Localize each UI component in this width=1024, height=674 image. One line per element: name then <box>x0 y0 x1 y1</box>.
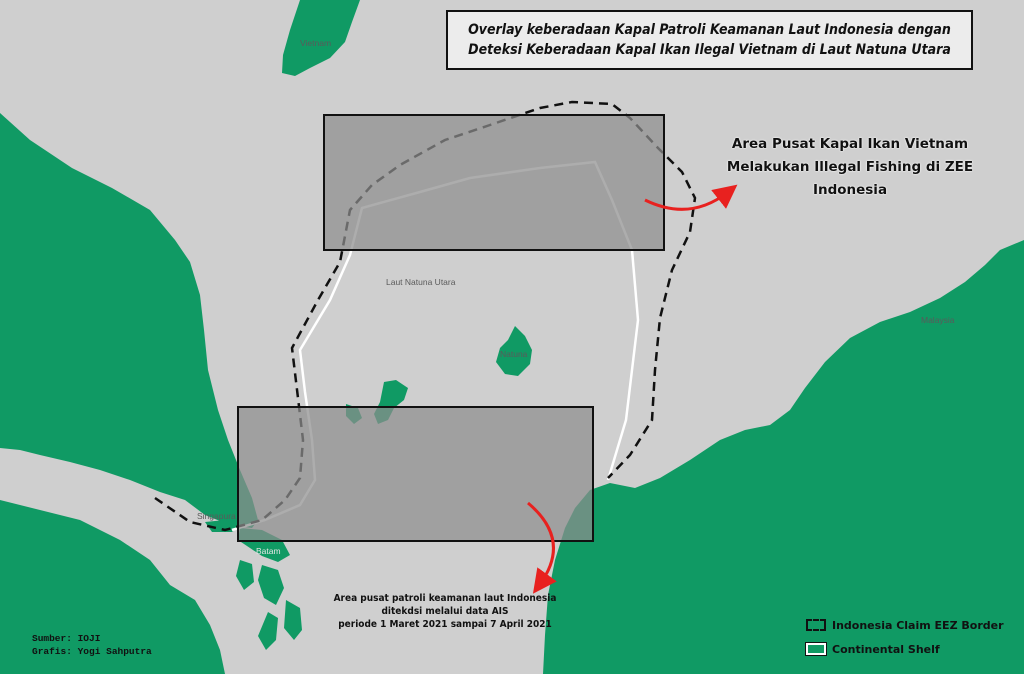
patrol-area-callout-line-3: periode 1 Maret 2021 sampai 7 April 2021 <box>338 619 552 630</box>
place-label-batam: Batam <box>256 546 281 556</box>
landmass-borneo <box>543 240 1024 674</box>
landmass-sumatra <box>0 500 225 674</box>
legend-label-eez: Indonesia Claim EEZ Border <box>832 618 1004 632</box>
illegal-fishing-area-box <box>323 114 665 251</box>
illegal-fishing-callout-line-2: Melakukan Illegal Fishing di ZEE Indones… <box>726 159 974 198</box>
place-label-malaysia: Malaysia <box>921 315 955 325</box>
illegal-fishing-callout: Area Pusat Kapal Ikan Vietnam Melakukan … <box>690 133 1010 202</box>
patrol-area-callout-line-1: Area pusat patroli keamanan laut Indones… <box>333 593 557 604</box>
landmass-singapore <box>205 520 240 532</box>
patrol-area-box <box>237 406 594 542</box>
map-legend: Indonesia Claim EEZ Border Continental S… <box>805 615 1004 663</box>
legend-item-continental-shelf: Continental Shelf <box>805 639 1004 659</box>
callout-arrow-north <box>644 184 738 211</box>
map-title: Overlay keberadaan Kapal Patroli Keamana… <box>446 10 973 70</box>
map-title-line-2: Deteksi Keberadaan Kapal Ikan Ilegal Vie… <box>468 42 951 58</box>
place-label-singapura: Singapura <box>197 511 236 521</box>
patrol-area-callout: Area pusat patroli keamanan laut Indones… <box>310 592 580 631</box>
landmass-natuna-island <box>496 326 532 376</box>
dashed-outline-swatch-icon <box>806 619 826 631</box>
graphics-credit: Grafis: Yogi Sahputra <box>32 646 152 657</box>
source-credit: Sumber: IOJI <box>32 633 101 644</box>
map-title-line-1: Overlay keberadaan Kapal Patroli Keamana… <box>468 22 951 38</box>
place-label-laut-natuna-utara: Laut Natuna Utara <box>386 277 456 287</box>
patrol-area-callout-line-2: ditekdsi melalui data AIS <box>381 606 509 617</box>
callout-arrow-south <box>527 501 557 594</box>
legend-item-eez: Indonesia Claim EEZ Border <box>806 615 1004 635</box>
white-outline-swatch-icon <box>805 642 827 656</box>
landmass-anambas-islands <box>346 380 408 424</box>
legend-label-continental-shelf: Continental Shelf <box>832 642 940 656</box>
place-label-vietnam: Vietnam <box>300 38 332 48</box>
landmass-malay-peninsula <box>0 113 258 528</box>
place-label-natuna: Natuna <box>500 349 528 359</box>
landmass-batam-islands <box>236 528 302 650</box>
illegal-fishing-callout-line-1: Area Pusat Kapal Ikan Vietnam <box>731 136 969 152</box>
credits: Sumber: IOJI Grafis: Yogi Sahputra <box>32 632 152 658</box>
landmass-vietnam <box>282 0 360 76</box>
